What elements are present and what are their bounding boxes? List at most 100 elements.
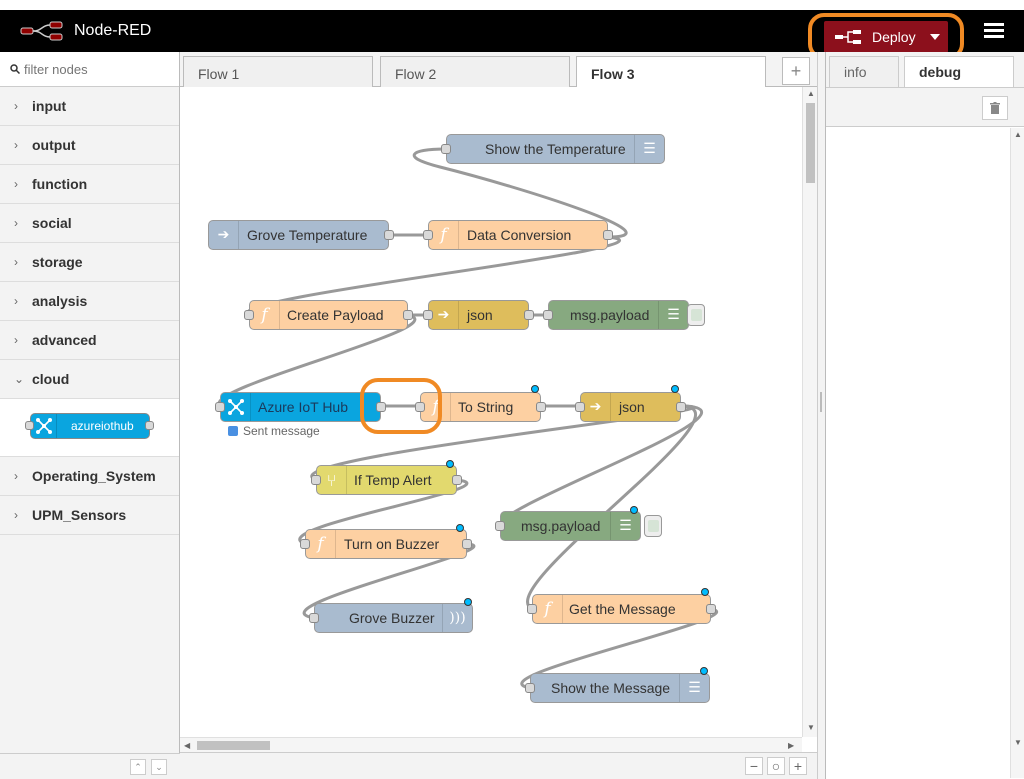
tab-flow-3[interactable]: Flow 3 bbox=[576, 56, 766, 88]
node-show-the-message[interactable]: Show the Message ☰ bbox=[530, 673, 710, 703]
sidebar-tab-info[interactable]: info bbox=[829, 56, 899, 87]
palette-category-operating-system[interactable]: ›Operating_System bbox=[0, 457, 179, 496]
canvas-vertical-scrollbar[interactable]: ▲ ▼ bbox=[802, 87, 817, 737]
tab-flow-2[interactable]: Flow 2 bbox=[380, 56, 570, 87]
scroll-left-icon[interactable]: ◀ bbox=[184, 741, 191, 750]
main-menu-button[interactable] bbox=[984, 23, 1004, 39]
sidebar: info debug ▲ ▼ bbox=[825, 52, 1024, 779]
deploy-button[interactable]: Deploy bbox=[824, 21, 948, 53]
changed-indicator bbox=[701, 588, 709, 596]
node-msg-payload-2[interactable]: msg.payload ☰ bbox=[500, 511, 641, 541]
node-show-the-temperature[interactable]: Show the Temperature ☰ bbox=[446, 134, 665, 164]
horizontal-scroll-thumb[interactable] bbox=[197, 741, 270, 750]
input-port[interactable] bbox=[441, 144, 451, 154]
input-port[interactable] bbox=[525, 683, 535, 693]
scroll-down-icon[interactable]: ▼ bbox=[1014, 738, 1022, 747]
hamburger-icon bbox=[984, 23, 1004, 26]
output-port[interactable] bbox=[376, 402, 386, 412]
deploy-dropdown-caret-icon[interactable] bbox=[930, 34, 940, 40]
changed-indicator bbox=[464, 598, 472, 606]
chevron-right-icon: › bbox=[14, 469, 18, 483]
scroll-down-icon[interactable]: ▼ bbox=[807, 723, 815, 732]
output-port[interactable] bbox=[536, 402, 546, 412]
zoom-out-button[interactable]: − bbox=[745, 757, 763, 775]
input-port[interactable] bbox=[215, 402, 225, 412]
wire-turn-on-buzzer-to-grove-buzzer bbox=[302, 542, 476, 620]
deploy-label: Deploy bbox=[872, 29, 916, 45]
chevron-right-icon: › bbox=[14, 294, 18, 308]
sidebar-tab-debug[interactable]: debug bbox=[904, 56, 1014, 87]
output-port[interactable] bbox=[452, 475, 462, 485]
node-data-conversion[interactable]: f Data Conversion bbox=[428, 220, 608, 250]
debug-list-icon: ☰ bbox=[658, 301, 688, 329]
output-port[interactable] bbox=[706, 604, 716, 614]
workspace-footer: − ○ + bbox=[180, 752, 817, 779]
input-port[interactable] bbox=[423, 230, 433, 240]
input-port[interactable] bbox=[309, 613, 319, 623]
node-grove-buzzer[interactable]: Grove Buzzer ))) bbox=[314, 603, 473, 633]
zoom-in-button[interactable]: + bbox=[789, 757, 807, 775]
arrow-right-icon: ➔ bbox=[209, 221, 239, 249]
canvas-horizontal-scrollbar[interactable]: ◀ ▶ bbox=[180, 737, 802, 752]
debug-list-icon: ☰ bbox=[679, 674, 709, 702]
node-json-2[interactable]: ➔ json bbox=[580, 392, 681, 422]
palette-node-azureiothub[interactable]: azureiothub bbox=[30, 413, 150, 439]
node-turn-on-buzzer[interactable]: f Turn on Buzzer bbox=[305, 529, 467, 559]
function-icon: f bbox=[421, 393, 451, 421]
input-port[interactable] bbox=[300, 539, 310, 549]
node-create-payload[interactable]: f Create Payload bbox=[249, 300, 408, 330]
palette-cloud-content: azureiothub bbox=[0, 399, 179, 457]
scroll-up-icon[interactable]: ▲ bbox=[807, 89, 815, 98]
palette-category-upm-sensors[interactable]: ›UPM_Sensors bbox=[0, 496, 179, 535]
scroll-right-icon[interactable]: ▶ bbox=[788, 741, 795, 750]
palette-category-cloud[interactable]: ⌄cloud bbox=[0, 360, 179, 399]
input-port[interactable] bbox=[311, 475, 321, 485]
input-port[interactable] bbox=[423, 310, 433, 320]
expand-all-icon[interactable]: ⌃ bbox=[130, 759, 146, 775]
node-azure-iot-hub[interactable]: Azure IoT Hub bbox=[220, 392, 381, 422]
node-red-logo-icon bbox=[20, 21, 63, 41]
output-port[interactable] bbox=[603, 230, 613, 240]
sidebar-scrollbar[interactable]: ▲ ▼ bbox=[1010, 128, 1024, 778]
output-port[interactable] bbox=[384, 230, 394, 240]
scroll-up-icon[interactable]: ▲ bbox=[1014, 130, 1022, 139]
palette-category-analysis[interactable]: ›analysis bbox=[0, 282, 179, 321]
sidebar-separator[interactable] bbox=[817, 52, 825, 779]
debug-toggle-button[interactable] bbox=[644, 515, 662, 537]
input-port[interactable] bbox=[543, 310, 553, 320]
input-port[interactable] bbox=[415, 402, 425, 412]
search-icon bbox=[10, 64, 20, 74]
collapse-all-icon[interactable]: ⌄ bbox=[151, 759, 167, 775]
zoom-reset-button[interactable]: ○ bbox=[767, 757, 785, 775]
vertical-scroll-thumb[interactable] bbox=[806, 103, 815, 183]
node-if-temp-alert[interactable]: ⑂ If Temp Alert bbox=[316, 465, 457, 495]
node-msg-payload[interactable]: msg.payload ☰ bbox=[548, 300, 689, 330]
input-port[interactable] bbox=[527, 604, 537, 614]
palette-category-function[interactable]: ›function bbox=[0, 165, 179, 204]
input-port[interactable] bbox=[575, 402, 585, 412]
add-flow-tab-button[interactable]: + bbox=[782, 57, 810, 85]
switch-icon: ⑂ bbox=[317, 466, 347, 494]
output-port[interactable] bbox=[462, 539, 472, 549]
app-title: Node-RED bbox=[74, 22, 152, 39]
tab-flow-1[interactable]: Flow 1 bbox=[183, 56, 373, 87]
filter-nodes-input[interactable] bbox=[24, 61, 164, 77]
palette-category-social[interactable]: ›social bbox=[0, 204, 179, 243]
output-port[interactable] bbox=[403, 310, 413, 320]
output-port[interactable] bbox=[676, 402, 686, 412]
output-port[interactable] bbox=[524, 310, 534, 320]
node-get-the-message[interactable]: f Get the Message bbox=[532, 594, 711, 624]
palette-category-storage[interactable]: ›storage bbox=[0, 243, 179, 282]
debug-toggle-button[interactable] bbox=[687, 304, 705, 326]
palette-category-output[interactable]: ›output bbox=[0, 126, 179, 165]
node-grove-temperature[interactable]: ➔ Grove Temperature bbox=[208, 220, 389, 250]
node-palette: ›input ›output ›function ›social ›storag… bbox=[0, 52, 180, 779]
status-dot-icon bbox=[228, 426, 238, 436]
flow-canvas[interactable]: Show the Temperature ☰ ➔ Grove Temperatu… bbox=[180, 87, 802, 737]
input-port[interactable] bbox=[495, 521, 505, 531]
clear-debug-button[interactable] bbox=[982, 96, 1008, 120]
palette-category-input[interactable]: ›input bbox=[0, 87, 179, 126]
palette-category-advanced[interactable]: ›advanced bbox=[0, 321, 179, 360]
input-port[interactable] bbox=[244, 310, 254, 320]
node-json[interactable]: ➔ json bbox=[428, 300, 529, 330]
